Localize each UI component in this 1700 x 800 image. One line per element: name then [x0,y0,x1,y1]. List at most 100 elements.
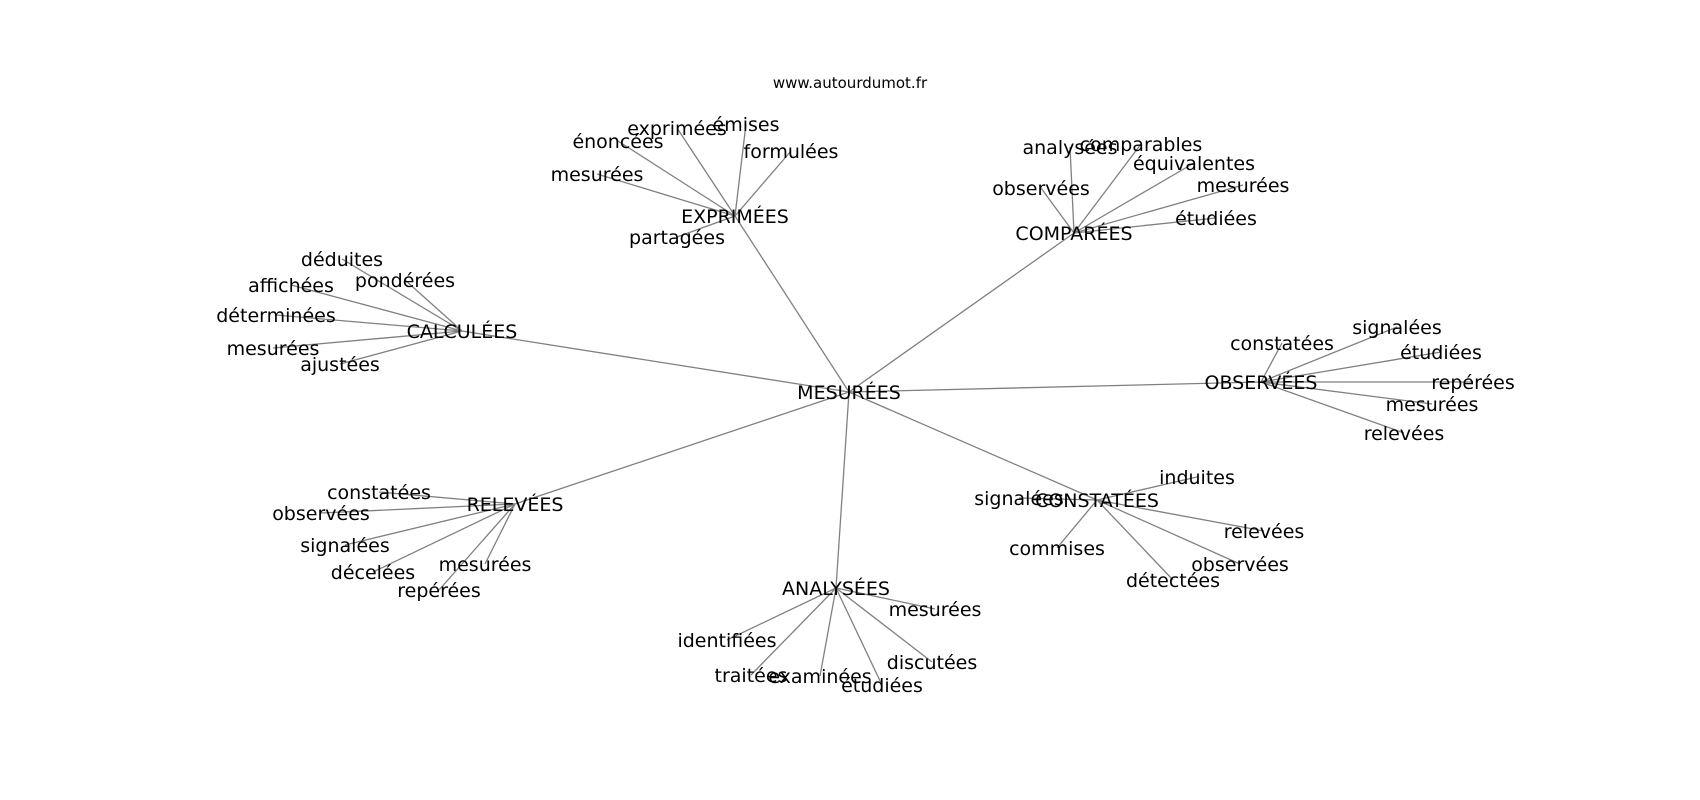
leaf-node-label: partagées [629,227,725,249]
edge-hub-to-leaf [1260,342,1283,383]
edge-hub-to-leaf [596,173,736,217]
leaf-node-label: observées [272,503,370,525]
edge-center-to-hub [848,381,1262,393]
leaf-node-label: mesurées [439,554,532,576]
edge-hub-to-leaf [835,587,883,686]
leaf-node-label: mesurées [551,164,644,186]
edge-hub-to-leaf [1096,476,1198,501]
edge-hub-to-leaf [341,258,463,332]
leaf-node-label: affichées [248,275,334,297]
edge-hub-to-leaf [372,503,516,573]
leaf-node-label: déterminées [216,305,335,327]
hub-node-label: EXPRIMÉES [681,205,789,228]
leaf-node-label: signalées [1352,317,1441,339]
leaf-node-label: observées [992,178,1090,200]
edge-hub-to-leaf [734,123,747,217]
edge-center-to-hub [835,391,850,589]
center-node-label: MESURÉES [797,381,901,404]
hub-node-label: CALCULÉES [407,320,518,343]
edge-center-to-hub [848,232,1075,393]
edge-hub-to-leaf [344,503,516,546]
leaf-node-label: discutées [887,652,977,674]
leaf-node-label: observées [1191,554,1289,576]
edge-hub-to-leaf [1040,187,1075,234]
leaf-node-label: étudiées [1175,208,1257,230]
edge-hub-to-leaf [1260,351,1442,383]
edge-hub-to-leaf [1073,143,1142,234]
leaf-node-label: mesurées [1197,175,1290,197]
leaf-node-label: équivalentes [1133,153,1255,175]
leaf-node-label: mesurées [1386,394,1479,416]
leaf-node-label: exprimées [627,118,727,140]
leaf-node-label: étudiées [1400,342,1482,364]
edge-hub-to-leaf [275,314,463,332]
leaf-node-label: signalées [300,535,389,557]
edge-center-to-hub [848,391,1098,501]
leaf-node-label: relevées [1224,521,1305,543]
edge-hub-to-leaf [819,587,837,677]
site-label: www.autourdumot.fr [773,74,928,92]
leaf-node-label: repérées [1431,372,1515,394]
edge-hub-to-leaf [734,150,792,217]
leaf-node-label: analysées [1022,137,1117,159]
edge-hub-to-leaf [290,284,463,332]
edge-hub-to-leaf [1073,184,1244,234]
edge-hub-to-leaf [1260,381,1433,405]
edge-hub-to-leaf [320,503,516,514]
edge-center-to-hub [514,391,850,505]
edge-hub-to-leaf [1096,499,1241,565]
edge-hub-to-leaf [676,215,736,238]
hub-node-label: CONSTATÉES [1035,489,1159,512]
edge-hub-to-leaf [1073,162,1195,234]
leaf-node-label: constatées [327,482,431,504]
leaf-node-label: commises [1009,538,1105,560]
edge-hub-to-leaf [272,330,463,349]
leaf-node-label: formulées [744,141,839,163]
leaf-node-label: relevées [1364,423,1445,445]
hub-node-label: COMPARÉES [1015,222,1132,245]
edge-hub-to-leaf [1069,146,1075,234]
hub-node-label: OBSERVÉES [1205,371,1318,394]
hub-node-label: ANALYSÉES [782,577,890,600]
edge-hub-to-leaf [484,503,516,565]
leaf-node-label: traitées [715,665,788,687]
edge-hub-to-leaf [438,503,516,591]
leaf-node-label: ajustées [300,354,380,376]
leaf-node-label: examinées [768,666,871,688]
edge-hub-to-leaf [339,330,463,365]
edge-hub-to-leaf [726,587,837,641]
edge-hub-to-leaf [835,587,936,610]
hub-node-label: RELEVÉES [467,493,564,516]
leaf-node-label: énoncées [572,131,663,153]
leaf-node-label: mesurées [227,338,320,360]
edge-hub-to-leaf [378,491,516,505]
edge-hub-to-leaf [617,140,736,217]
edge-hub-to-leaf [1096,499,1265,532]
edge-hub-to-leaf [1260,326,1398,383]
leaf-node-label: pondérées [355,270,455,292]
leaf-node-label: mesurées [889,599,982,621]
edge-center-to-hub [461,330,850,393]
leaf-node-label: comparables [1080,134,1203,156]
edge-hub-to-leaf [1056,499,1098,549]
leaf-node-label: signalées [974,488,1063,510]
leaf-node-label: décelées [331,562,415,584]
edge-hub-to-leaf [1073,217,1217,234]
leaf-node-label: repérées [397,580,481,602]
edge-center-to-hub [734,215,850,393]
leaf-node-label: détectées [1126,570,1220,592]
edge-hub-to-leaf [750,587,837,676]
leaf-node-label: induites [1159,467,1235,489]
edge-layer [272,123,1473,686]
edge-hub-to-leaf [1018,497,1098,501]
leaf-node-label: identifiées [677,630,776,652]
leaf-node-label: émises [713,114,780,136]
edge-hub-to-leaf [676,127,736,217]
edge-hub-to-leaf [1260,381,1405,434]
leaf-node-label: étudiées [841,675,923,697]
leaf-node-label: constatées [1230,333,1334,355]
leaf-node-label: déduites [301,249,383,271]
